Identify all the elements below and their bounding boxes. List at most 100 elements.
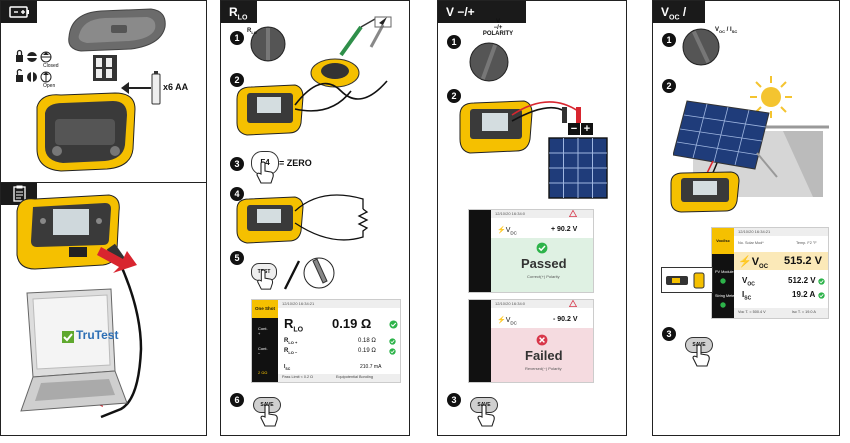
rlo-step-4: 4 (230, 187, 244, 201)
rlo-row3-i: I (284, 364, 286, 370)
rlo-dial-label: RLO (247, 28, 257, 35)
probe-slash-icon (283, 260, 301, 290)
lock-open-label: Open (43, 83, 56, 89)
rlo-step-5: 5 (230, 251, 244, 265)
voc-save-hand-icon (692, 344, 710, 367)
voc-rotary-dial[interactable] (681, 27, 721, 67)
rlo-step-3: 3 (230, 157, 244, 171)
voc-main-highlight (734, 252, 828, 270)
rlo-row3-label: ISC (284, 364, 290, 371)
polarity-rotary-dial[interactable] (468, 41, 510, 83)
rlo-side-3: 2 ΩΩ (258, 370, 268, 375)
rlo-row2-r: R (284, 348, 289, 354)
voc-row2-value: 19.2 A (792, 290, 816, 299)
voc-dial-v: V (715, 27, 720, 33)
rlo-row2-pass-icon (389, 348, 396, 355)
rlo-footer-left: Pass Limit < 0.2 Ω (282, 375, 314, 379)
battery-panel: Closed Open x6 AA (0, 0, 207, 184)
lock-closed-label: Closed (43, 63, 59, 69)
failed-warning-icon (569, 300, 577, 307)
passed-status: Passed (521, 256, 567, 271)
voc-main-label: ⚡VOC (738, 255, 768, 270)
pc-connection-panel: TruTest (0, 182, 207, 436)
rlo-row2-sub: LO − (288, 350, 298, 356)
voc-header-oc: OC (669, 14, 680, 22)
rlo-main-label-sub: LO (293, 326, 304, 334)
battery-icon (9, 6, 29, 18)
polarity-step-1: 1 (447, 35, 461, 49)
battery-count-label: x6 AA (163, 82, 189, 92)
rlo-rotary-dial[interactable] (249, 25, 287, 63)
rooftop-solar-image (673, 100, 829, 197)
rlo-row1-label: RLO + (284, 338, 297, 345)
failed-x-icon (536, 334, 548, 346)
voc-main-sub: OC (759, 264, 769, 271)
voc-main-value: 515.2 V (784, 255, 822, 267)
voc-main-bolt-icon: ⚡ (738, 256, 752, 268)
voc-footer-right: Isc T. = 19.0 A (792, 310, 816, 314)
polarity-dial-label-1: V (495, 19, 500, 25)
voc-row1-label: VOC (742, 276, 755, 288)
voc-side-pv: PV Module (715, 270, 734, 274)
rlo-meter-image (236, 84, 304, 136)
trutest-logo: TruTest (61, 326, 131, 348)
voc-side-str-pass-icon (720, 302, 726, 308)
voc-isc-panel: VOC / ISC 1 VOC / ISC 2 (652, 0, 840, 436)
voc-side-str: String Meter (715, 294, 736, 298)
polarity-leads-image (511, 101, 581, 123)
rlo-step-6: 6 (230, 393, 244, 407)
rlo-dial-label-sub: LO (251, 30, 257, 36)
rlo-step-1: 1 (230, 31, 244, 45)
failed-label: ⚡VDC (497, 316, 517, 325)
rlo-row2-value: 0.19 Ω (358, 348, 376, 354)
remote-module-inset (661, 267, 713, 293)
zero-label: = ZERO (279, 158, 312, 168)
voc-row1-sub: OC (747, 281, 755, 288)
voc-main-v: V (751, 256, 760, 268)
voc-dial-oc: OC (719, 29, 726, 35)
rlo-row3-sub: SC (285, 367, 291, 371)
passed-label-sub: DC (510, 230, 517, 236)
failed-caption: Reversed(−) Polarity (525, 366, 562, 371)
voc-footer-left: Voc T. = 500.4 V (738, 310, 766, 314)
battery-pack-image (93, 55, 117, 81)
polarity-dial-label-3: POLARITY (482, 31, 514, 37)
voc-header-v: V (661, 5, 670, 19)
voc-screen-topbar (734, 228, 828, 236)
rlo-main-label: RLO (284, 316, 303, 334)
voc-meter-image (670, 171, 740, 213)
rlo-step-2: 2 (230, 73, 244, 87)
voc-row2-label: ISC (742, 290, 751, 302)
press-hand-icon (256, 161, 274, 184)
passed-check-icon (536, 242, 548, 254)
solar-panel-image (548, 137, 608, 199)
voc-screen-tab[interactable]: Voc/Isc (712, 228, 734, 254)
rlo-screen-tab[interactable]: One Shot (252, 300, 278, 318)
failed-value: - 90.2 V (553, 316, 578, 323)
failed-label-v: V (505, 317, 511, 324)
rlo-null-meter-image (236, 196, 304, 244)
lock-closed-row: Closed (15, 49, 59, 69)
passed-value: + 90.2 V (551, 226, 578, 233)
rlo-main-label-r: R (284, 316, 294, 331)
passed-label: ⚡VDC (497, 226, 517, 235)
rlo-lead-cable (294, 80, 388, 112)
polarity-save-hand-icon (477, 404, 495, 427)
polarity-panel: V −/+ POLARITY 1 V −/+ POLARITY 2 − + 12… (437, 0, 627, 436)
rlo-screen-tab-label: One Shot (255, 306, 275, 311)
failed-screen-sidebar (469, 300, 491, 382)
voc-row1-v: V (742, 276, 748, 285)
rlo-row1-value: 0.18 Ω (358, 338, 376, 344)
voc-step-3: 3 (662, 327, 676, 341)
voc-dial-mid: / I (725, 27, 732, 33)
voc-screen-tab-label: Voc/Isc (716, 238, 730, 243)
rlo-screen-timestamp: 12/10/20 16:34:21 (282, 301, 315, 306)
voc-screen-timestamp: 12/10/20 16:34:21 (738, 229, 771, 234)
rlo-header: RLO (221, 1, 257, 23)
rlo-panel: RLO 1 RLO 2 3 F4 = ZERO 4 5 (220, 0, 410, 436)
voc-info-right: Temp. F2 °F (796, 241, 817, 245)
trutest-check-icon (62, 331, 74, 343)
rlo-side-1: Cont. + (258, 326, 268, 336)
sun-icon (750, 76, 792, 118)
rlo-save-hand-icon (260, 404, 278, 427)
